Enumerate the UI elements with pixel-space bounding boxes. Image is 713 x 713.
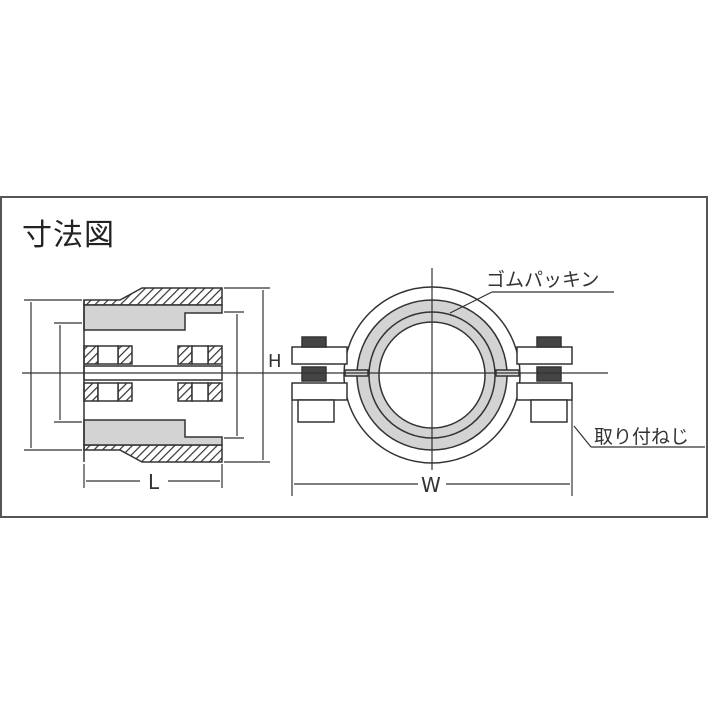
length-label: L: [148, 470, 160, 494]
mounting-screw-label: 取り付ねじ: [594, 426, 689, 448]
side-section-view: [83, 287, 223, 463]
rubber-packing-label: ゴムパッキン: [486, 269, 599, 291]
width-label: W: [421, 473, 441, 497]
height-label: H: [268, 351, 282, 372]
side-dimension-lines: [22, 287, 300, 488]
diagram-title: 寸法図: [22, 218, 115, 253]
